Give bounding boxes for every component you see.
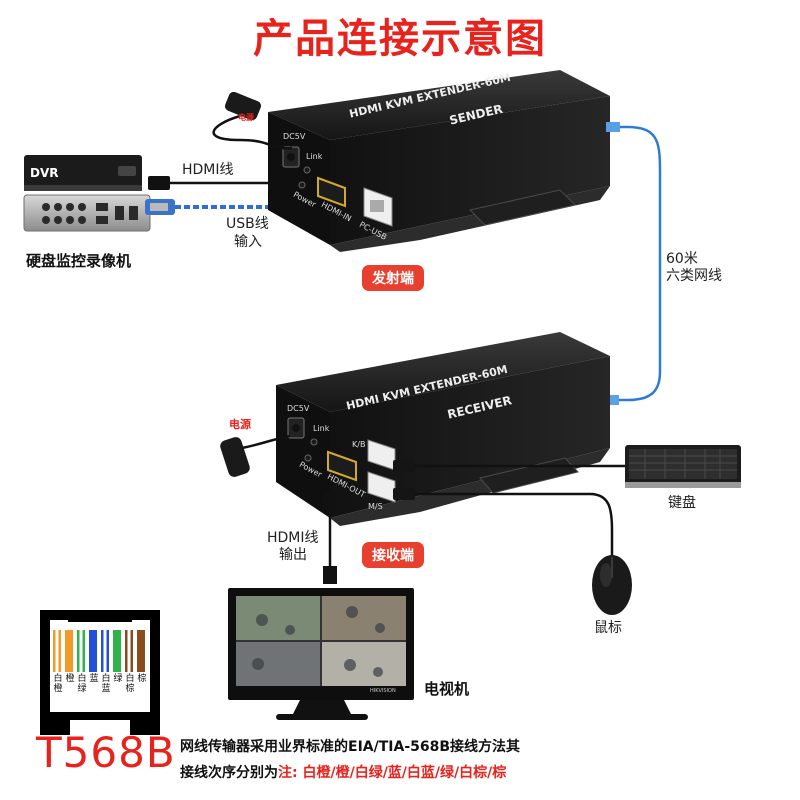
mouse-device (592, 555, 632, 615)
tv-label: 电视机 (424, 678, 469, 699)
keyboard-label: 键盘 (668, 495, 696, 512)
standard-label: T568B (36, 728, 176, 777)
pin-stripe-1 (56, 630, 59, 672)
receiver-power-tag: 电源 (229, 416, 251, 432)
pin-label-3: 白 绿 (76, 674, 88, 694)
receiver-port-kb: K/B (352, 440, 365, 449)
sender-tag: 发射端 (362, 265, 424, 291)
hdmi-out-label-line1: HDMI线 (267, 530, 319, 547)
pin-label-4: 蓝 (88, 674, 100, 684)
network-cable (606, 127, 660, 400)
hdmi-plug-tv (323, 566, 337, 584)
rj45-plug-sender (606, 122, 620, 132)
pin-stripe-5 (104, 630, 107, 672)
usb-in-label-line2: 输入 (234, 234, 262, 251)
dvr-label: 硬盘监控录像机 (26, 250, 131, 271)
sender-port-link: Link (306, 152, 322, 161)
receiver-tag: 接收端 (362, 542, 424, 568)
usb-plug-mouse (393, 488, 415, 500)
tv-device (228, 588, 414, 720)
dvr-brand: DVR (30, 166, 59, 180)
mouse-label: 鼠标 (594, 620, 622, 637)
receiver-port-dc5v: DC5V (287, 404, 309, 413)
pin-label-1: 白 橙 (52, 674, 64, 694)
usb-in-label-line1: USB线 (226, 216, 269, 233)
wiring-order-note: 注: 白橙/橙/白绿/蓝/白蓝/绿/白棕/棕 (278, 765, 506, 781)
receiver-port-ms: M/S (368, 502, 383, 511)
hdmi-plug-dvr (148, 176, 170, 190)
sender-port-dc5v: DC5V (283, 132, 305, 141)
pin-label-8: 棕 (136, 674, 148, 684)
pin-label-5: 白 蓝 (100, 674, 112, 694)
pin-stripe-7 (128, 630, 131, 672)
wiring-desc-prefix: 接线次序分别为 (180, 765, 278, 781)
pin-label-6: 绿 (112, 674, 124, 684)
hdmi-out-label-line2: 输出 (279, 547, 307, 564)
pin-stripe-3 (80, 630, 83, 672)
rj45-connector-diagram (40, 610, 160, 735)
receiver-port-link: Link (313, 424, 329, 433)
pin-wire-4 (89, 630, 97, 672)
network-label-line2: 六类网线 (666, 268, 722, 285)
pin-label-2: 橙 (64, 674, 76, 684)
usb-plug-keyboard (393, 460, 415, 472)
hdmi-plug-receiver (323, 492, 337, 510)
wiring-desc-line2: 接线次序分别为注: 白橙/橙/白绿/蓝/白蓝/绿/白棕/棕 (180, 760, 506, 786)
tv-brand: HIKVISION (370, 688, 396, 694)
pin-wire-6 (113, 630, 121, 672)
keyboard-device (625, 445, 741, 488)
pin-wire-8 (137, 630, 145, 672)
pin-wire-2 (65, 630, 73, 672)
network-label-line1: 60米 (666, 251, 698, 268)
wiring-desc-line1: 网线传输器采用业界标准的EIA/TIA-568B接线方法其 (180, 734, 520, 760)
hdmi-in-label: HDMI线 (182, 162, 234, 179)
sender-power-tag: 电源 (238, 112, 254, 123)
pin-label-7: 白 棕 (124, 674, 136, 694)
